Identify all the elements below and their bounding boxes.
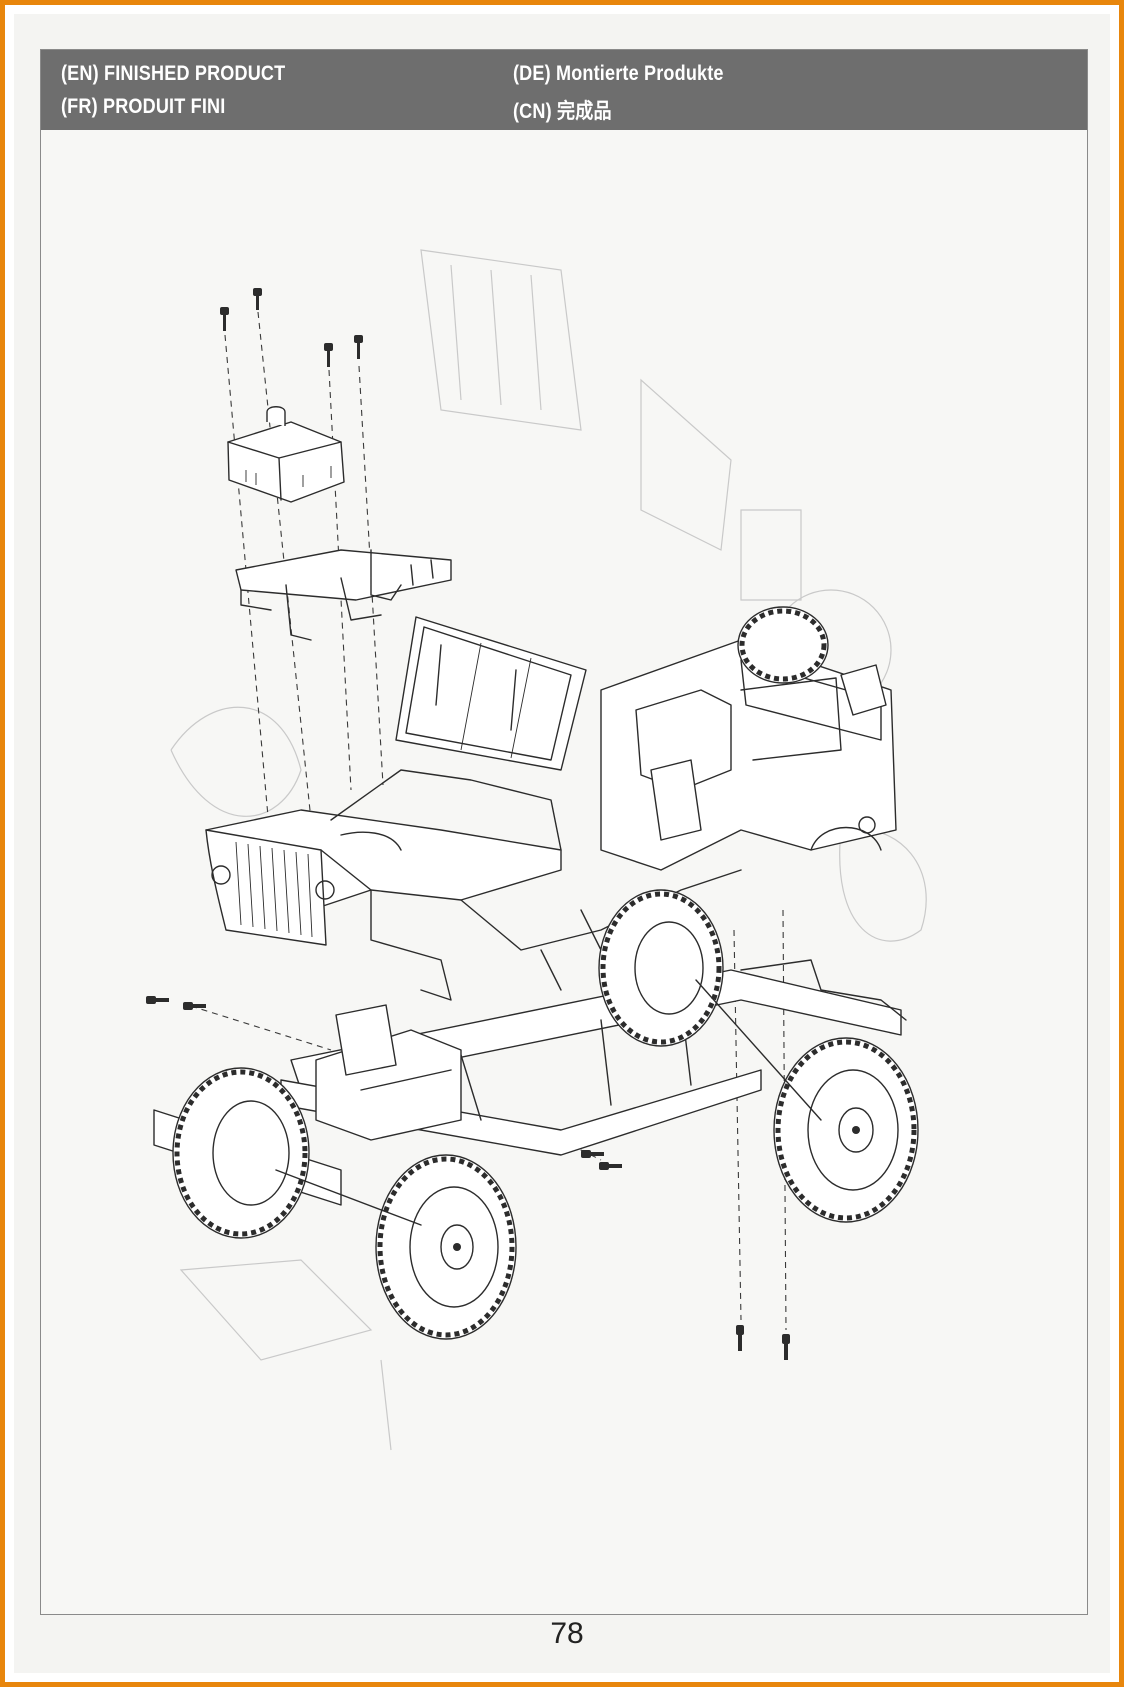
header-de: (DE) Montierte Produkte: [513, 62, 724, 85]
battery-box-cover: [227, 406, 345, 503]
axles: [275, 979, 822, 1226]
section-header: (EN) FINISHED PRODUCT (FR) PRODUIT FINI …: [41, 50, 1087, 130]
wheel-front-right: [375, 1154, 517, 1340]
cover-screws: [220, 288, 363, 367]
body-shell: [205, 606, 897, 1001]
header-en: (EN) FINISHED PRODUCT: [61, 62, 286, 85]
wheel-rear-right: [773, 1037, 919, 1223]
wheel-rear-left: [598, 889, 724, 1047]
page-number: 78: [550, 1617, 584, 1650]
header-cn: (CN) 完成品: [513, 100, 612, 123]
header-fr: (FR) PRODUIT FINI: [61, 95, 226, 118]
content-panel: (EN) FINISHED PRODUCT (FR) PRODUIT FINI …: [40, 49, 1088, 1615]
assembly-diagram: [146, 249, 927, 1451]
electronics-tray: [235, 549, 452, 641]
chassis-screws: [146, 996, 790, 1360]
wheel-front-left: [172, 1067, 310, 1239]
